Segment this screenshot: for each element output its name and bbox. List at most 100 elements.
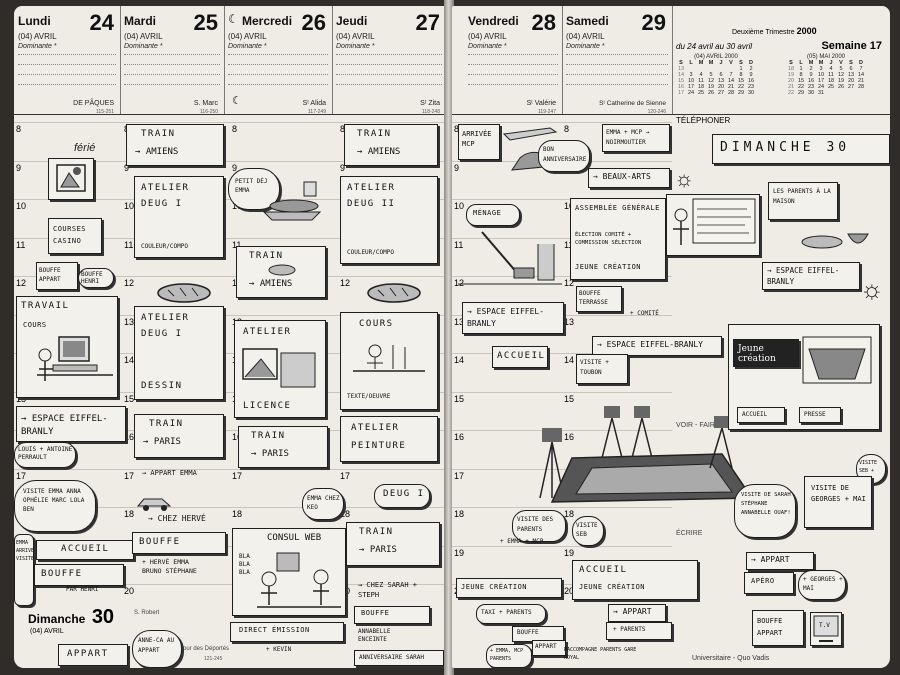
bouffe-text: BOUFFE — [139, 537, 181, 547]
atelier-text: ATELIER — [141, 313, 190, 323]
election-text: ÉLECTION COMITÉ + COMMISSION SÉLECTION — [575, 232, 642, 246]
beaux-arts-box: → BEAUX-ARTS — [588, 168, 670, 188]
vendredi-jeune-creation-box: JEUNE CRÉATION — [456, 578, 562, 598]
atelier-text: ATELIER — [347, 183, 396, 193]
day-name: Samedi — [566, 14, 609, 28]
saint-name: DE PÂQUES — [73, 100, 114, 107]
raccompagne-text: RACCOMPAGNE PARENTS GARE ROYAL — [564, 647, 637, 661]
hour-label: 9 — [454, 162, 460, 173]
anne-ca-text: ANNE-CA AU APPART — [138, 637, 175, 654]
hour-label: 8 — [564, 124, 570, 134]
comite-board-box — [666, 194, 760, 256]
hour-label: 16 — [564, 432, 575, 442]
consul-web-text: CONSUL WEB — [267, 533, 322, 543]
day-number: 25 — [193, 10, 218, 35]
dimanche-bouffe-box: BOUFFE APPART — [752, 610, 804, 646]
hour-label: 16 — [232, 432, 243, 442]
deug-text: DEUG II — [347, 199, 396, 209]
atelier-text: ATELIER — [141, 183, 190, 193]
emma-mcp-text: + EMMA + MCP — [500, 538, 544, 545]
day-header-jeudi: Jeudi 27 (04) AVRIL Dominante * Sᵗ Zita … — [332, 6, 446, 115]
exhibition-hall-sketch — [539, 406, 754, 503]
visite-georges-box: VISITE DE GEORGES + MAI — [804, 476, 872, 528]
emma-arrive-note: EMMA ARRIVE VISITE — [14, 534, 34, 606]
peinture-text: PEINTURE — [351, 441, 407, 451]
train-text: TRAIN — [249, 251, 284, 261]
day-name: Jeudi — [336, 14, 368, 28]
direct-emission-text: DIRECT ÉMISSION — [239, 626, 310, 634]
accueil-text: ACCUEIL — [579, 565, 628, 575]
hour-label: 16 — [124, 432, 135, 442]
radio-studio-sketch — [257, 552, 341, 608]
apero-box: APÉRO — [744, 572, 794, 594]
cours-text: COURS — [359, 319, 394, 329]
hour-label: 8 — [454, 124, 460, 134]
hour-label: 18 — [454, 509, 465, 519]
week-number: Semaine 17 — [821, 40, 882, 52]
paris-text: → PARIS — [359, 545, 397, 555]
hour-label: 15 — [564, 393, 575, 404]
hour-rule — [14, 584, 446, 585]
mercredi-train-box: TRAIN → AMIENS — [236, 246, 326, 298]
hour-label: 17 — [454, 470, 465, 481]
dominante-label: Dominante * — [228, 43, 267, 50]
paris-text: → PARIS — [143, 437, 181, 447]
parents-maison-box: LES PARENTS À LA MAISON — [768, 182, 838, 220]
vendredi-appart-box: APPART — [532, 640, 566, 656]
hour-rule — [14, 276, 446, 277]
hour-label: 17 — [340, 470, 351, 481]
visite-seb-bubble: VISITE SEB — [572, 516, 604, 546]
visite-georges-text: VISITE DE GEORGES + MAI — [811, 484, 866, 503]
day-name: Mercredi — [242, 14, 293, 28]
saint-name: Sᵗ Catherine de Sienne — [599, 100, 666, 107]
hour-label: 14 — [124, 355, 135, 365]
hour-label: 15 — [454, 393, 465, 404]
train-text: TRAIN — [251, 431, 286, 441]
bouffe-henri-text: BOUFFE HENRI — [81, 271, 103, 285]
easter-icon — [56, 164, 86, 192]
hour-label: 10 — [16, 201, 27, 211]
noirmoutier-text: EMMA + MCP → NOIRMOUTIER — [606, 129, 650, 146]
bon-anniv-bubble: BON ANNIVERSAIRE — [538, 140, 590, 172]
mardi-atelier-box: ATELIER DEUG I COULEUR/COMPO — [134, 176, 224, 258]
hour-label: 9 — [124, 162, 130, 173]
week-range: du 24 avril au 30 avril — [676, 42, 753, 51]
mardi-atelier2-box: ATELIER DEUG I DESSIN — [134, 306, 224, 400]
espace-eiffel-text: → ESPACE EIFFEL-BRANLY — [467, 307, 545, 328]
tv-text: T.V — [819, 622, 830, 629]
hour-label: 9 — [340, 162, 346, 173]
saint-name: Sᵗ Valérie — [526, 100, 556, 107]
courses-text: COURSES CASINO — [53, 225, 87, 245]
week-calendar-header: Deuxième Trimestre 2000 du 24 avril au 3… — [672, 6, 890, 114]
accueil-box: ACCUEIL — [36, 540, 134, 560]
couleur-compo-text: COULEUR/COMPO — [347, 249, 394, 256]
petit-dej-bubble: PETIT DÉJ EMMA — [228, 168, 280, 210]
sunday-header: Dimanche 30 — [28, 606, 128, 628]
sun-icon: ☼ — [860, 274, 884, 304]
visite-parents-bubble: VISITE DES PARENTS — [512, 510, 566, 542]
moon-icon: ☾ — [228, 12, 239, 26]
day-name: Mardi — [124, 14, 157, 28]
texte-oeuvre-text: TEXTE/OEUVRE — [347, 393, 391, 400]
hour-label: 19 — [454, 547, 465, 558]
day-header-samedi: Samedi 29 (04) AVRIL Dominante * Sᵗ Cath… — [562, 6, 673, 115]
georges-mai-text: + GEORGES + MAI — [803, 576, 843, 592]
plus-parents-box: + PARENTS — [606, 622, 672, 640]
sunday-saint: S. Robert — [134, 610, 160, 616]
bread-loaf-sketch — [157, 283, 211, 303]
jeune-creation-text: JEUNE CRÉATION — [461, 583, 528, 591]
louis-antoine-bubble: LOUIS + ANTOINE PERRAULT — [14, 442, 76, 468]
day-number: 24 — [89, 10, 114, 35]
jeudi-train2-box: TRAIN → PARIS — [346, 522, 440, 566]
saint-name: Sᵗ Alida — [302, 100, 326, 107]
anne-ca-bubble: ANNE-CA AU APPART — [132, 630, 182, 668]
jeudi-cours-box: COURS TEXTE/OEUVRE — [340, 312, 438, 410]
hour-rule — [14, 468, 446, 470]
louis-antoine-text: LOUIS + ANTOINE PERRAULT — [18, 446, 73, 461]
hour-label: 17 — [124, 470, 135, 481]
hour-rule — [14, 160, 446, 162]
bouffe-box: BOUFFE — [34, 564, 124, 586]
amiens-text: → AMIENS — [135, 147, 179, 157]
couleur-compo-text: COULEUR/COMPO — [141, 243, 188, 250]
chez-herve-text: → CHEZ HERVÉ — [148, 514, 206, 523]
